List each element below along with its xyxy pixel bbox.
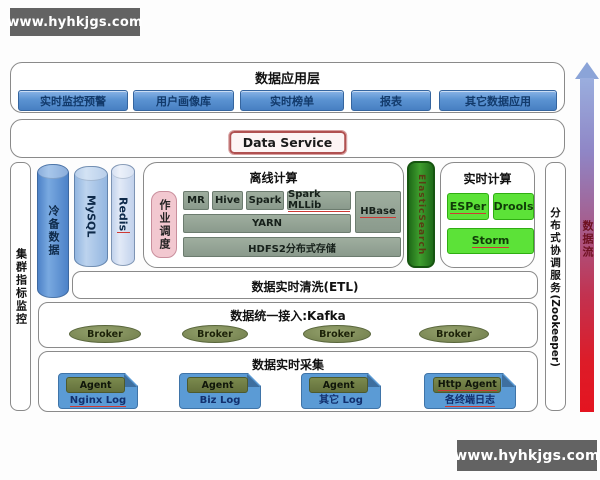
cluster-monitor-label: 集群指标监控 — [14, 247, 28, 326]
fold-corner-icon — [502, 374, 515, 387]
agent-source-label: Biz Log — [199, 395, 241, 406]
agent-card-biz: Agent Biz Log — [179, 373, 261, 409]
app-item-reports[interactable]: 报表 — [351, 90, 431, 111]
cluster-monitor-panel: 集群指标监控 — [10, 162, 31, 411]
agent-label: Agent — [309, 377, 368, 393]
zookeeper-panel: 分布式协调服务(Zookeeper) — [545, 162, 566, 411]
agent-card-http: Http Agent 各终端日志 — [424, 373, 516, 409]
elasticsearch-label: ElasticSearch — [416, 173, 426, 256]
app-layer-panel: 数据应用层 实时监控预警 用户画像库 实时榜单 报表 其它数据应用 — [10, 62, 565, 113]
kafka-panel: 数据统一接入:Kafka Broker Broker Broker Broker — [38, 302, 538, 348]
chip-hive: Hive — [212, 191, 243, 210]
offline-computing-panel: 离线计算 作业调度 MR Hive Spark Spark MLLib HBas… — [143, 162, 404, 268]
job-scheduler-label: 作业调度 — [158, 198, 171, 251]
realtime-computing-panel: 实时计算 ESPer Drools Storm — [440, 162, 535, 268]
agent-label: Agent — [66, 377, 125, 393]
fold-corner-icon — [247, 374, 260, 387]
realtime-title: 实时计算 — [463, 172, 512, 186]
watermark-bottom-right: www.hyhkjgs.com — [454, 440, 600, 471]
app-item-user-profile-store[interactable]: 用户画像库 — [133, 90, 234, 111]
cylinder-redis: Redis — [111, 164, 135, 266]
drools-box: Drools — [493, 193, 534, 220]
fold-corner-icon — [367, 374, 380, 387]
mysql-label: MySQL — [84, 195, 98, 238]
etl-panel: 数据实时清洗(ETL) — [72, 271, 538, 299]
app-item-realtime-monitor-alert[interactable]: 实时监控预警 — [18, 90, 128, 111]
broker-2: Broker — [182, 325, 248, 343]
data-flow-label-wrap: 数据流 — [578, 220, 596, 263]
data-flow-arrowhead-icon — [575, 62, 599, 79]
agent-source-label: 各终端日志 — [445, 395, 495, 406]
chip-spark-mllib: Spark MLLib — [287, 189, 351, 212]
collection-title: 数据实时采集 — [251, 358, 324, 372]
data-flow-label: 数据流 — [581, 220, 594, 259]
chip-hdfs: HDFS2分布式存储 — [183, 237, 401, 257]
redis-label: Redis — [116, 197, 130, 233]
chip-yarn: YARN — [183, 214, 351, 233]
zookeeper-label-latin: (Zookeeper) — [549, 294, 561, 367]
app-item-realtime-ranking[interactable]: 实时榜单 — [240, 90, 344, 111]
agent-card-nginx: Agent Nginx Log — [58, 373, 138, 409]
chip-hbase: HBase — [355, 191, 401, 233]
broker-3: Broker — [303, 325, 371, 343]
broker-1: Broker — [69, 325, 141, 343]
app-item-other-data-apps[interactable]: 其它数据应用 — [439, 90, 557, 111]
data-flow-arrow — [580, 78, 594, 412]
storm-box: Storm — [447, 228, 534, 254]
agent-label: Http Agent — [433, 377, 501, 393]
broker-4: Broker — [419, 325, 489, 343]
collection-panel: 数据实时采集 Agent Nginx Log Agent Biz Log Age… — [38, 351, 538, 412]
esper-box: ESPer — [447, 193, 489, 220]
cylinder-mysql: MySQL — [74, 166, 108, 267]
data-service-panel: Data Service — [10, 119, 565, 158]
watermark-top-left: www.hyhkjgs.com — [7, 8, 143, 36]
chip-mr: MR — [183, 191, 209, 210]
chip-spark: Spark — [246, 191, 284, 210]
agent-label: Agent — [187, 377, 248, 393]
etl-label: 数据实时清洗(ETL) — [251, 280, 359, 294]
fold-corner-icon — [124, 374, 137, 387]
data-service-label: Data Service — [227, 130, 348, 155]
elasticsearch-box: ElasticSearch — [407, 161, 435, 268]
agent-source-label: Nginx Log — [69, 395, 127, 406]
cylinder-cold-backup: 冷备数据 — [37, 164, 69, 298]
zookeeper-label-cjk: 分布式协调服务 — [549, 206, 561, 295]
cold-backup-label: 冷备数据 — [47, 205, 60, 257]
job-scheduler-box: 作业调度 — [151, 191, 177, 258]
agent-source-label: 其它 Log — [319, 395, 363, 406]
app-layer-title: 数据应用层 — [254, 72, 320, 87]
offline-title: 离线计算 — [249, 171, 298, 185]
agent-card-other: Agent 其它 Log — [301, 373, 381, 409]
kafka-title: 数据统一接入:Kafka — [230, 309, 346, 323]
